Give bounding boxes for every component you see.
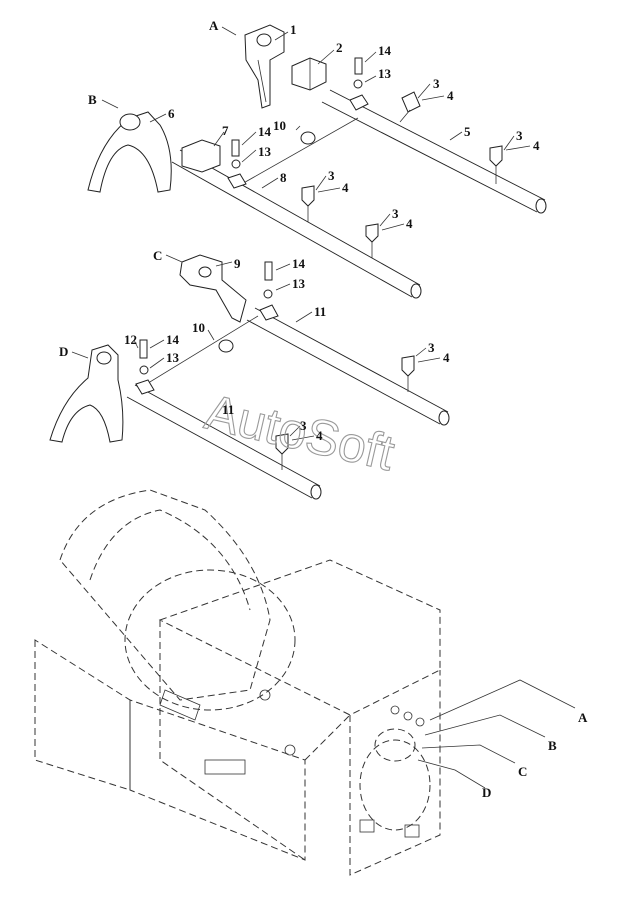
shift-fork-d	[49, 344, 124, 443]
callout-13: 13	[258, 144, 272, 159]
letter-b-top: B	[88, 92, 97, 107]
shift-fork-1	[244, 24, 285, 109]
letter-d-housing: D	[482, 785, 491, 800]
callout-3: 3	[433, 76, 440, 91]
letter-d-top: D	[59, 344, 68, 359]
group-letters: A B C D A B C D	[59, 18, 588, 800]
transmission-housing	[34, 489, 441, 876]
callout-10: 10	[273, 118, 286, 133]
sleeve-10-lower	[218, 339, 234, 353]
callout-1: 1	[290, 22, 297, 37]
letter-b-housing: B	[548, 738, 557, 753]
callout-4: 4	[406, 216, 413, 231]
callout-5: 5	[464, 124, 471, 139]
part-callouts: 1 2 14 13 3 4 5 3 4 6 7 14 10 13 8 3 4 3…	[124, 22, 540, 443]
group-arrows	[71, 26, 237, 359]
callout-3: 3	[392, 206, 399, 221]
letter-c-top: C	[153, 248, 162, 263]
shift-fork-6	[87, 111, 172, 193]
shift-block-2	[291, 57, 327, 91]
callout-4: 4	[316, 428, 323, 443]
callout-13: 13	[378, 66, 392, 81]
shift-block-7	[181, 139, 221, 173]
callout-3: 3	[428, 340, 435, 355]
letter-a-top: A	[209, 18, 219, 33]
callout-leaders	[133, 31, 531, 441]
detent-screw-bottom	[275, 433, 289, 470]
callout-4: 4	[342, 180, 349, 195]
callout-12: 12	[124, 332, 137, 347]
shift-arm-9	[179, 254, 247, 323]
letter-c-housing: C	[518, 764, 527, 779]
shift-rod-11-lower	[126, 315, 322, 500]
callout-3: 3	[516, 128, 523, 143]
callout-3: 3	[300, 418, 307, 433]
interlock-ball-spring-d	[135, 339, 155, 395]
callout-2: 2	[336, 40, 343, 55]
callout-14: 14	[292, 256, 306, 271]
callout-10: 10	[192, 320, 205, 335]
callout-11: 11	[314, 304, 326, 319]
callout-6: 6	[168, 106, 175, 121]
callout-4: 4	[447, 88, 454, 103]
callout-4: 4	[443, 350, 450, 365]
callout-8: 8	[280, 170, 287, 185]
shift-rod-5	[321, 89, 547, 214]
callout-14: 14	[378, 43, 392, 58]
connector-leaders	[417, 679, 576, 789]
detent-screw-mid	[301, 185, 379, 258]
callout-4: 4	[533, 138, 540, 153]
detent-screw-upper-right	[399, 91, 503, 184]
callout-14: 14	[258, 124, 272, 139]
detent-screw-lower-right	[401, 355, 415, 392]
callout-13: 13	[166, 350, 180, 365]
sleeve-10-upper	[300, 131, 316, 145]
letter-a-housing: A	[578, 710, 588, 725]
interlock-ball-spring-mid	[227, 139, 247, 189]
callout-7: 7	[222, 123, 229, 138]
shift-rod-11-upper	[246, 307, 450, 426]
interlock-ball-spring-upper	[349, 57, 369, 111]
callout-11: 11	[222, 402, 234, 417]
callout-13: 13	[292, 276, 306, 291]
shift-rod-8	[171, 117, 422, 299]
interlock-ball-spring-lower	[259, 261, 279, 321]
callout-3: 3	[328, 168, 335, 183]
callout-9: 9	[234, 256, 241, 271]
callout-14: 14	[166, 332, 180, 347]
